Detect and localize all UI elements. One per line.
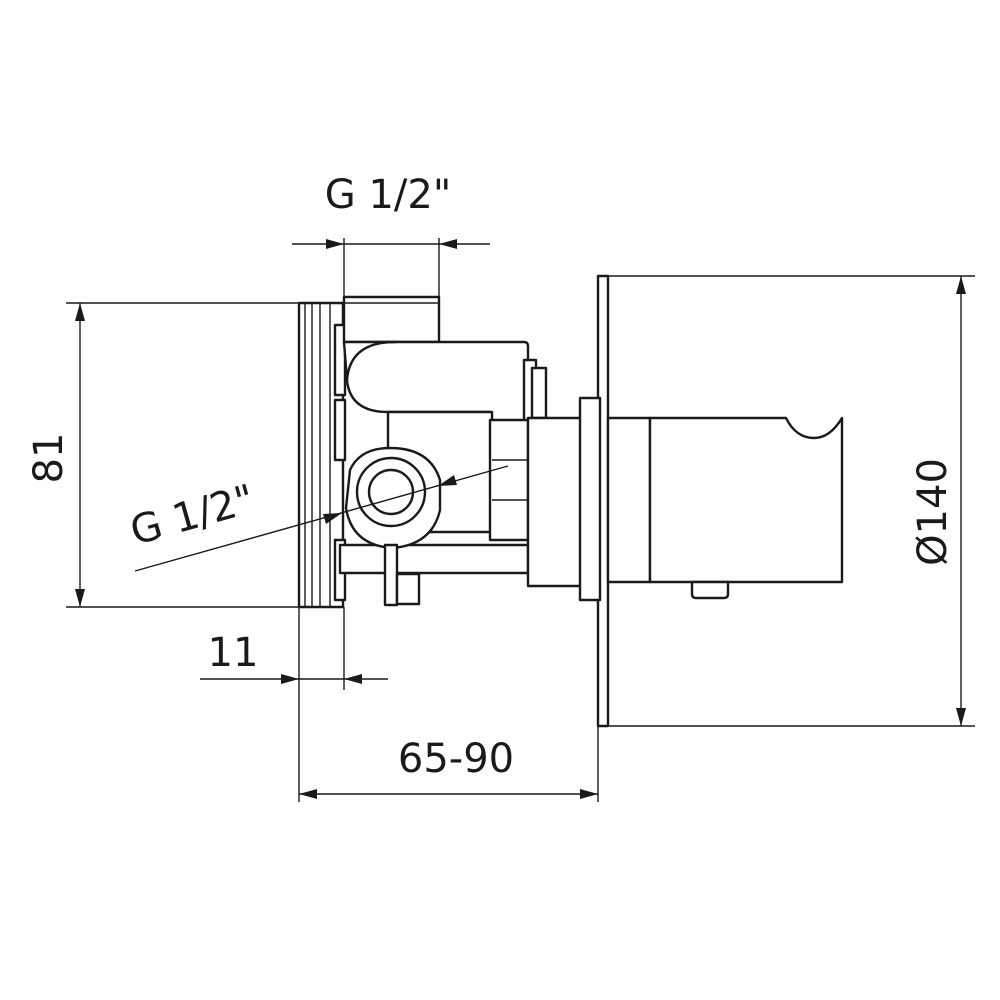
dim-plaster-depth: [200, 607, 388, 690]
plaster-guard: [297, 301, 347, 609]
label-diameter: Ø140: [910, 458, 956, 566]
label-install-depth: 65-90: [398, 736, 514, 782]
label-inlet-top: G 1/2": [325, 172, 451, 218]
label-height: 81: [26, 433, 72, 484]
handle: [606, 416, 844, 600]
dim-diameter: [608, 275, 975, 727]
dim-inlet-top: [292, 238, 490, 297]
valve-elbow: [342, 340, 548, 438]
side-outlet-port: [344, 446, 442, 607]
label-outlet-side: G 1/2": [125, 476, 259, 555]
dim-install-depth: [298, 690, 599, 802]
top-inlet: [342, 295, 441, 344]
cover-plate: [578, 274, 610, 728]
dim-outlet-leader: [134, 465, 509, 572]
cartridge-housing: [338, 410, 586, 588]
dim-height: [66, 302, 299, 608]
label-plaster-depth: 11: [208, 630, 259, 676]
